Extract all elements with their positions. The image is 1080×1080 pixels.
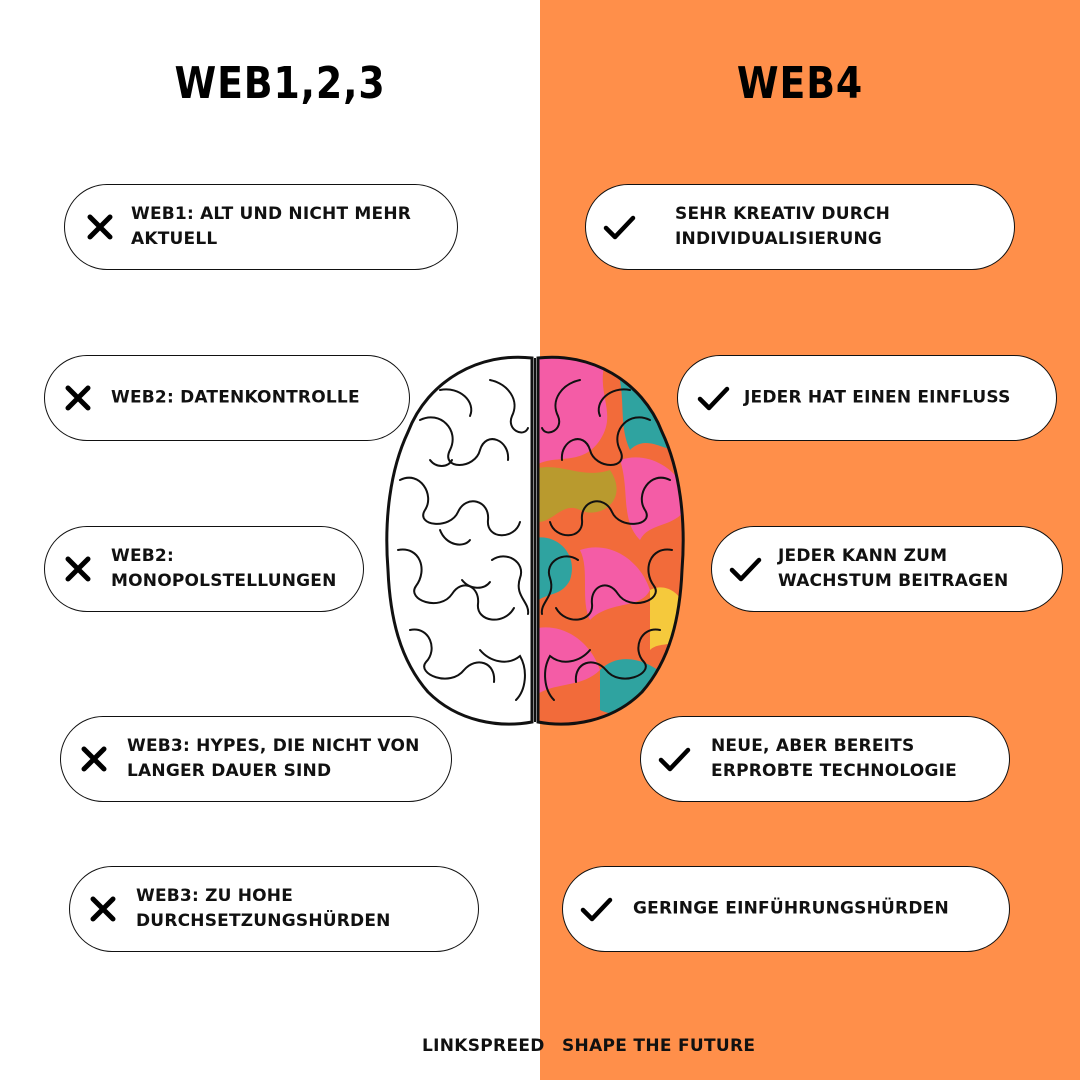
- x-mark-icon: [61, 552, 95, 586]
- footer-brand: LINKSPREED: [422, 1036, 545, 1056]
- right-item-5-label: GERINGE EINFÜHRUNGSHÜRDEN: [633, 898, 949, 919]
- x-mark-icon: [77, 742, 111, 776]
- right-heading: WEB4: [736, 58, 864, 109]
- left-item-2: WEB2: DATENKONTROLLE: [44, 355, 410, 441]
- right-item-1-label: SEHR KREATIV DURCH INDIVIDUALISIERUNG: [675, 204, 891, 249]
- brain-left-hemisphere: [385, 355, 534, 726]
- right-item-3: JEDER KANN ZUM WACHSTUM BEITRAGEN: [711, 526, 1063, 612]
- left-item-1: WEB1: ALT UND NICHT MEHR AKTUELL: [64, 184, 458, 270]
- left-item-2-label: WEB2: DATENKONTROLLE: [111, 387, 360, 408]
- right-item-1: SEHR KREATIV DURCH INDIVIDUALISIERUNG: [585, 184, 1015, 270]
- left-item-5: WEB3: ZU HOHE DURCHSETZUNGSHÜRDEN: [69, 866, 479, 952]
- right-item-2-label: JEDER HAT EINEN EINFLUSS: [744, 387, 1011, 408]
- left-item-1-label: WEB1: ALT UND NICHT MEHR AKTUELL: [131, 204, 412, 249]
- checkmark-icon: [728, 552, 762, 586]
- right-item-2: JEDER HAT EINEN EINFLUSS: [677, 355, 1057, 441]
- checkmark-icon: [579, 892, 613, 926]
- left-heading: WEB1,2,3: [174, 58, 386, 109]
- footer-tagline: SHAPE THE FUTURE: [562, 1036, 756, 1056]
- left-item-3: WEB2: MONOPOLSTELLUNGEN: [44, 526, 364, 612]
- x-mark-icon: [83, 210, 117, 244]
- right-item-4-label: NEUE, ABER BEREITS ERPROBTE TECHNOLOGIE: [711, 736, 957, 781]
- left-item-4-label: WEB3: HYPES, DIE NICHT VON LANGER DAUER …: [127, 736, 420, 781]
- left-item-4: WEB3: HYPES, DIE NICHT VON LANGER DAUER …: [60, 716, 452, 802]
- right-item-5: GERINGE EINFÜHRUNGSHÜRDEN: [562, 866, 1010, 952]
- right-item-3-label: JEDER KANN ZUM WACHSTUM BEITRAGEN: [778, 546, 1009, 591]
- brain-illustration: [385, 355, 685, 726]
- x-mark-icon: [86, 892, 120, 926]
- left-item-5-label: WEB3: ZU HOHE DURCHSETZUNGSHÜRDEN: [136, 886, 391, 931]
- checkmark-icon: [602, 210, 636, 244]
- x-mark-icon: [61, 381, 95, 415]
- checkmark-icon: [657, 742, 691, 776]
- left-item-3-label: WEB2: MONOPOLSTELLUNGEN: [111, 546, 337, 591]
- checkmark-icon: [696, 381, 730, 415]
- right-item-4: NEUE, ABER BEREITS ERPROBTE TECHNOLOGIE: [640, 716, 1010, 802]
